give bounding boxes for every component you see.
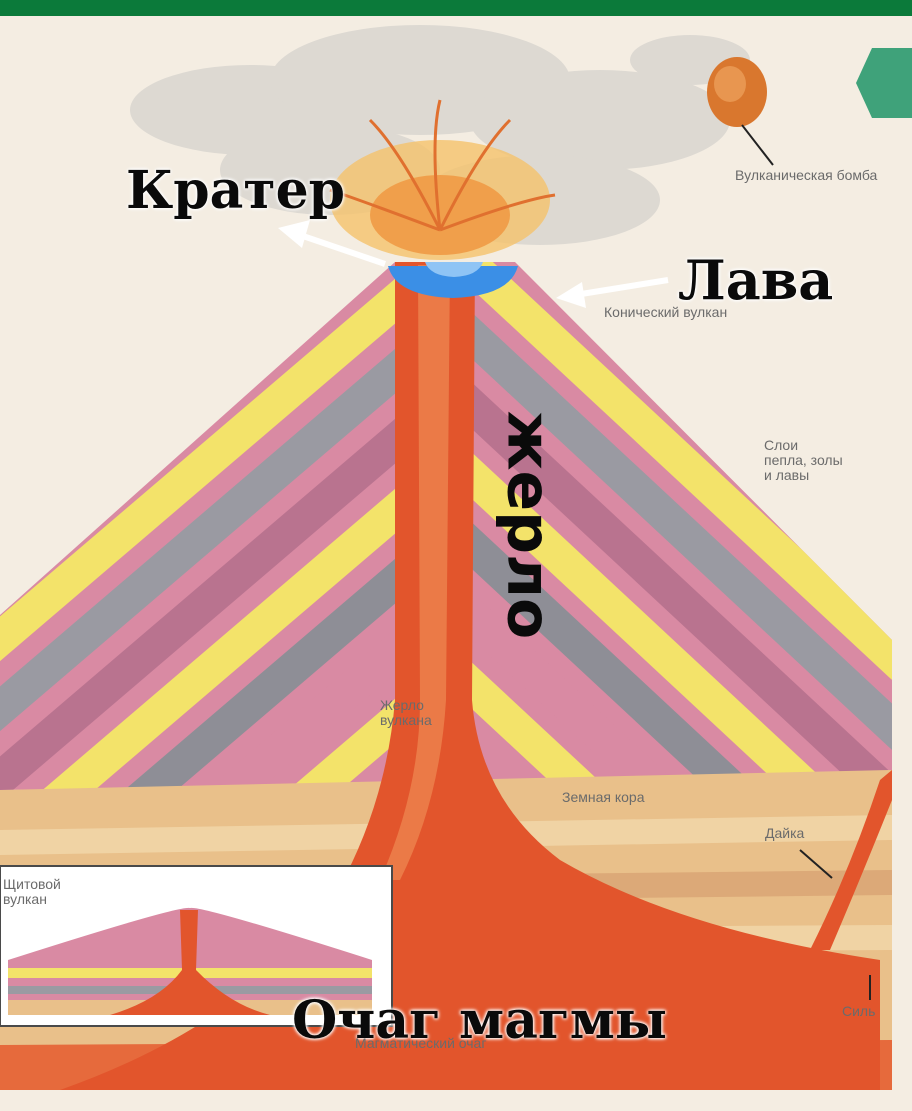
conical-volcano-caption: Конический вулкан [604, 305, 727, 320]
shield-volcano-caption: Щитовой вулкан [3, 877, 103, 907]
crater-label: Кратер [126, 160, 345, 221]
earth-crust-caption: Земная кора [562, 790, 645, 805]
layers-caption: Слои пепла, золы и лавы [764, 438, 844, 483]
vent-small-caption: Жерло вулкана [380, 698, 430, 728]
sill-caption: Силь [842, 1004, 875, 1019]
vent-label: жерло [493, 411, 563, 640]
volcanic-bomb-icon [707, 57, 767, 127]
top-frame-bar [0, 0, 912, 16]
lava-label: Лава [678, 248, 833, 312]
magma-chamber-caption: Магматический очаг [355, 1036, 486, 1051]
dike-caption: Дайка [765, 826, 804, 841]
volcanic-bomb-caption: Вулканическая бомба [735, 168, 905, 183]
